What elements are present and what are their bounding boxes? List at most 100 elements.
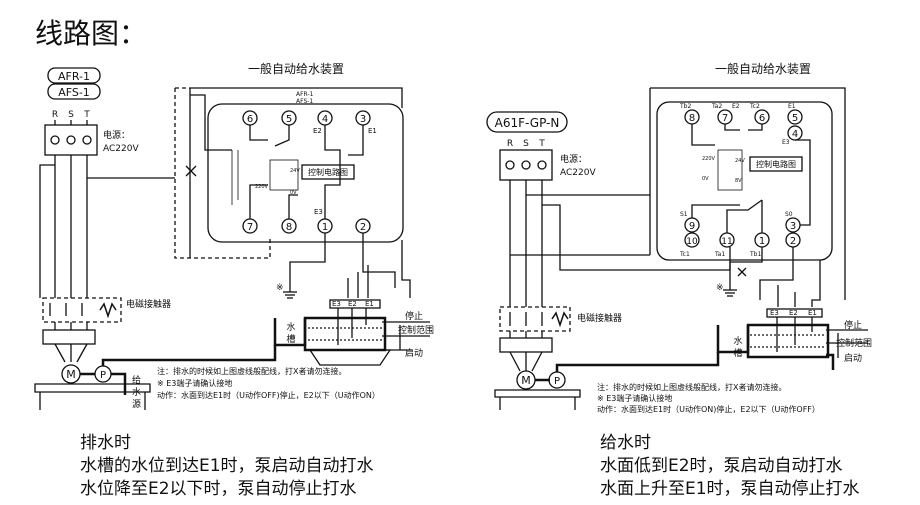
right-label-tc1: Tc1 xyxy=(679,251,690,258)
left-terminal-4: 4 xyxy=(322,114,328,125)
left-terminal-6: 6 xyxy=(247,114,253,125)
right-terminals-bottom: 9 10 11 1 3 2 S1 Tc1 Ta1 Tb1 S0 xyxy=(679,211,801,258)
left-caption-line-2: 水位降至E2以下时，泵自动停止打水 xyxy=(80,479,357,499)
right-label-s1: S1 xyxy=(680,211,688,218)
left-diagram: AFR-1 AFS-1 一般自动给水装置 AFR-1 AFS-1 6 5 4 3… xyxy=(34,61,434,410)
left-tap-24v: 24V xyxy=(290,168,300,174)
right-model: A61F-GP-N xyxy=(495,116,560,130)
left-pump-label: P xyxy=(100,370,106,381)
right-tank xyxy=(746,323,830,359)
left-power-voltage: AC220V xyxy=(103,144,139,154)
left-terminal-1: 1 xyxy=(322,222,328,233)
left-device-title: 一般自动给水装置 xyxy=(248,61,344,76)
left-label-e3: E3 xyxy=(314,208,323,216)
left-electrode-e2: E2 xyxy=(348,300,357,308)
left-terminal-2: 2 xyxy=(360,222,366,233)
right-terminal-2: 2 xyxy=(790,236,796,247)
left-caption: 排水时 水槽的水位到达E1时，泵启动自动打水 水位降至E2以下时，泵自动停止打水 xyxy=(80,432,374,501)
left-tank-label-2: 槽 xyxy=(286,333,295,345)
page-title: 线路图： xyxy=(35,17,148,50)
left-terminal-5: 5 xyxy=(286,114,292,125)
left-electrode-e3: E3 xyxy=(332,300,341,308)
right-terminal-6: 6 xyxy=(759,113,765,124)
left-motor-label: M xyxy=(66,368,76,381)
right-power-label: 电源： xyxy=(560,153,587,165)
right-terminals-top: 8 7 6 5 4 Tb2 Ta2 E2 Tc2 E1 E3 xyxy=(679,103,803,146)
left-controller-frame xyxy=(207,103,404,243)
right-control-circuit: 控制电路图 xyxy=(756,159,796,169)
right-label-ta1: Ta1 xyxy=(714,251,725,258)
right-pump-label: P xyxy=(554,376,560,387)
right-note-3: 动作：水面到达E1时（U动作ON)停止，E2以下（U动作OFF） xyxy=(597,404,820,414)
left-note-2: ※ E3端子请确认接地 xyxy=(157,378,232,388)
right-electrode-e2: E2 xyxy=(789,309,798,317)
left-phase-t: T xyxy=(83,110,90,120)
left-tap-220v: 220V xyxy=(255,184,269,190)
left-control-box xyxy=(301,164,355,180)
left-model-box-2 xyxy=(47,83,101,100)
left-tank-label-1: 水 xyxy=(286,321,295,333)
left-label-e2: E2 xyxy=(313,127,322,135)
left-contactor-label: 电磁接触器 xyxy=(126,298,171,310)
left-model-1: AFR-1 xyxy=(58,70,90,83)
left-model-tag-2: AFS-1 xyxy=(296,98,313,105)
right-control-box xyxy=(749,156,803,172)
right-caption-line-1: 水面低到E2时，泵启动自动打水 xyxy=(600,456,843,476)
right-overload xyxy=(499,337,553,353)
right-terminal-4: 4 xyxy=(792,129,798,140)
left-level-start: 启动 xyxy=(405,347,423,359)
right-note-1: 注：排水的时候如上图虚线般配线，打X者请勿连接。 xyxy=(597,382,786,392)
right-terminal-8: 8 xyxy=(689,113,695,124)
right-terminal-3: 3 xyxy=(790,221,796,232)
right-transformer xyxy=(717,149,743,191)
left-caption-line-1: 水槽的水位到达E1时，泵启动自动打水 xyxy=(80,456,374,476)
right-label-ta2: Ta2 xyxy=(711,103,722,110)
left-water-source-3: 源 xyxy=(132,399,141,410)
left-tank xyxy=(303,316,387,352)
right-contactor xyxy=(499,306,571,332)
right-phase-s: S xyxy=(523,139,529,149)
right-model-box xyxy=(486,111,568,133)
right-power-voltage: AC220V xyxy=(560,168,596,178)
left-terminals-top: 6 5 4 3 E2 E1 xyxy=(242,110,377,135)
left-terminal-3: 3 xyxy=(360,114,366,125)
right-label-e2: E2 xyxy=(732,103,740,110)
left-transformer xyxy=(269,159,299,191)
left-phase-s: S xyxy=(68,110,74,120)
left-level-stop: 停止 xyxy=(405,310,423,322)
right-controller-frame xyxy=(656,101,833,261)
right-caption: 给水时 水面低到E2时，泵启动自动打水 水面上升至E1时，泵自动停止打水 xyxy=(600,432,860,501)
right-phase-t: T xyxy=(538,139,545,149)
left-contactor xyxy=(42,297,122,323)
left-ground-mark: ※ xyxy=(276,283,284,293)
right-caption-title: 给水时 xyxy=(600,433,651,453)
left-level-range: 控制范围 xyxy=(398,324,434,336)
left-terminal-8: 8 xyxy=(286,222,292,233)
right-ground-mark: ※ xyxy=(716,283,724,293)
left-model-tag-1: AFR-1 xyxy=(296,91,314,98)
left-caption-title: 排水时 xyxy=(80,433,131,453)
right-tap-8v: 8V xyxy=(735,178,742,184)
right-label-tc2: Tc2 xyxy=(749,103,760,110)
right-terminal-1: 1 xyxy=(759,236,765,247)
right-tap-0v: 0V xyxy=(702,176,709,182)
right-label-e3: E3 xyxy=(782,139,790,146)
left-power-label: 电源： xyxy=(103,129,130,141)
left-note-1: 注：排水的时候如上图虚线般配线，打X者请勿连接。 xyxy=(157,366,346,376)
left-terminals-bottom: 7 8 1 2 E3 xyxy=(242,208,371,234)
right-terminal-5: 5 xyxy=(792,113,798,124)
left-model-2: AFS-1 xyxy=(58,86,90,99)
right-label-tb1: Tb1 xyxy=(749,251,761,258)
left-power-block xyxy=(44,124,98,156)
left-water-source-2: 水 xyxy=(132,386,141,398)
right-label-s0: S0 xyxy=(785,211,793,218)
right-diagram: A61F-GP-N 一般自动给水装置 8 7 6 5 4 Tb2 Ta2 E2 … xyxy=(486,61,872,414)
right-motor-label: M xyxy=(521,374,531,387)
right-tap-220v: 220V xyxy=(702,156,716,162)
right-device-title: 一般自动给水装置 xyxy=(715,61,811,76)
right-electrode-e3: E3 xyxy=(770,309,779,317)
left-model-box-1 xyxy=(47,67,101,84)
right-terminal-11: 11 xyxy=(721,237,732,247)
right-phase-r: R xyxy=(507,139,513,149)
